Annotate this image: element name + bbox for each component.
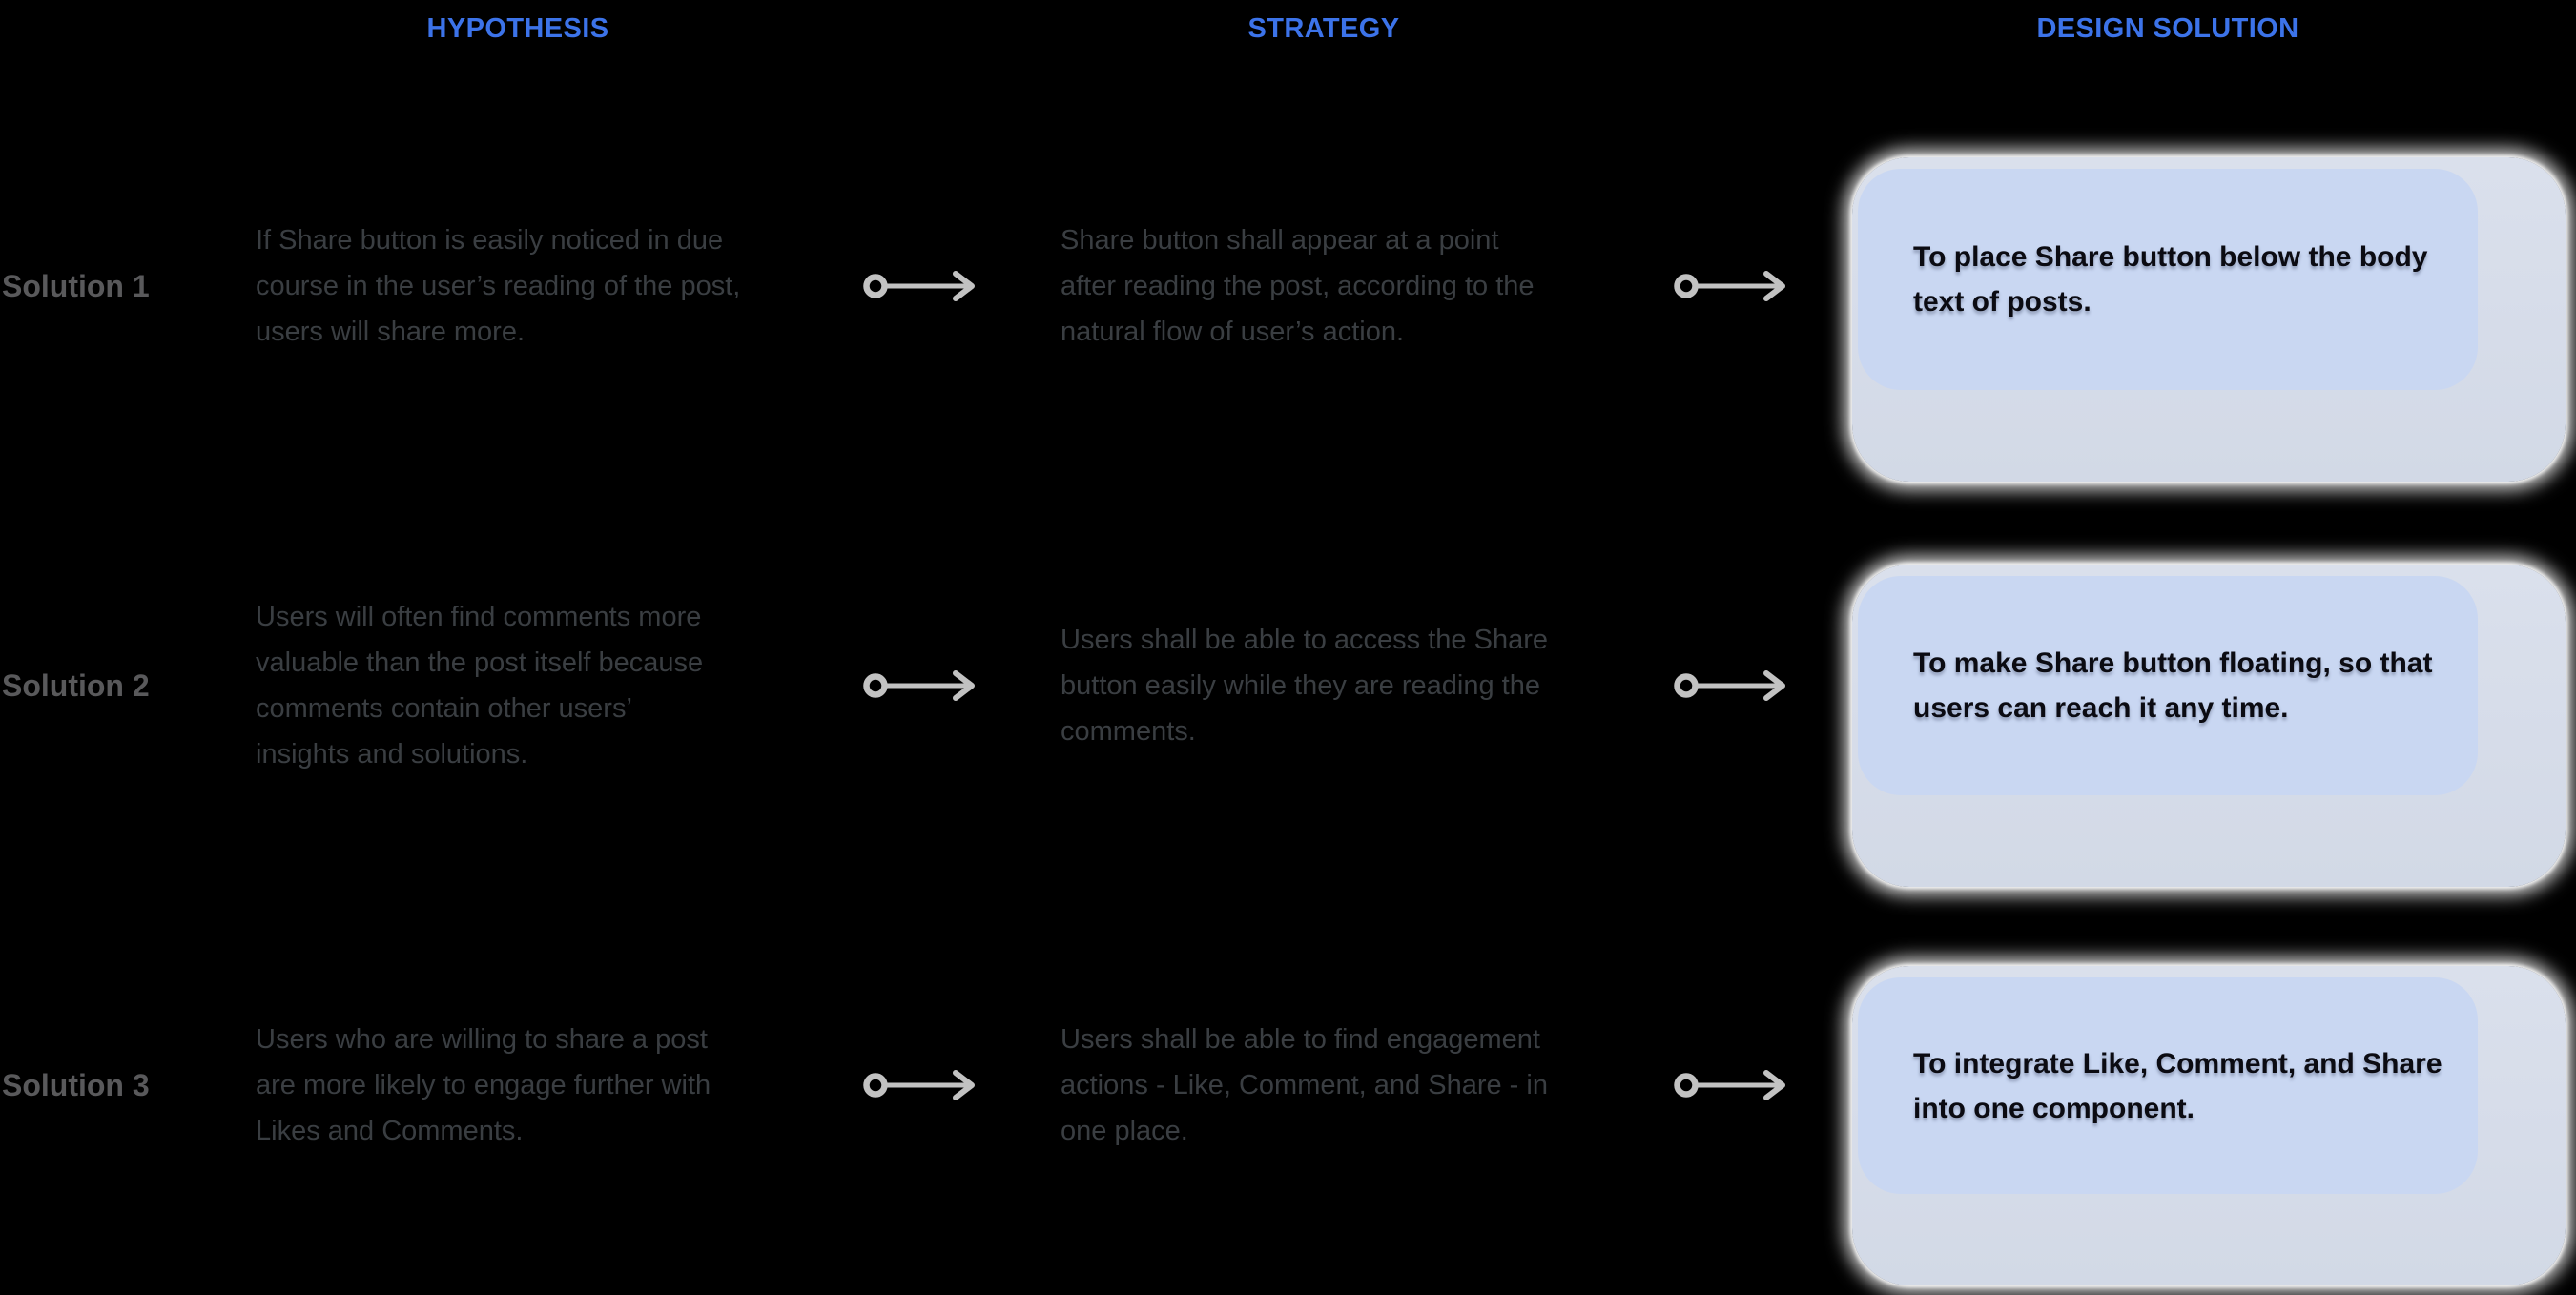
solution-1-strategy-text: Share button shall appear at a point aft… [1061,225,1535,347]
column-header-strategy: STRATEGY [1247,13,1400,44]
arrow-icon [863,670,975,701]
solution-3-hypothesis-text: Users who are willing to share a post ar… [256,1024,711,1146]
solution-3-strategy-text: Users shall be able to find engagement a… [1061,1024,1548,1146]
row-label-solution-3: Solution 3 [2,1068,150,1102]
arrow-icon [1674,1070,1785,1100]
solution-1-design-card-inner: To place Share button below the body tex… [1858,169,2478,390]
arrow-icon [1674,271,1785,301]
row-label-solution-2: Solution 2 [2,668,150,703]
solution-2-hypothesis-text: Users will often find comments more valu… [256,602,704,770]
solution-1-design-text: To place Share button below the body tex… [1913,241,2428,318]
row-label-solution-1: Solution 1 [2,269,150,303]
column-header-hypothesis: HYPOTHESIS [426,13,609,44]
solution-2-design-card-inner: To make Share button floating, so that u… [1858,576,2478,795]
solution-3-design-card: To integrate Like, Comment, and Share in… [1852,966,2566,1285]
solution-3-design-card-inner: To integrate Like, Comment, and Share in… [1858,977,2478,1194]
arrow-icon [1674,670,1785,701]
solution-1-design-card: To place Share button below the body tex… [1852,157,2566,482]
arrow-icon [863,271,975,301]
solution-2-design-card: To make Share button floating, so that u… [1852,565,2566,887]
column-header-design-solution: DESIGN SOLUTION [2036,13,2299,44]
solution-1-hypothesis-text: If Share button is easily noticed in due… [256,225,741,347]
solution-2-design-text: To make Share button floating, so that u… [1913,648,2433,724]
solution-2-strategy-text: Users shall be able to access the Share … [1061,625,1548,747]
solution-3-design-text: To integrate Like, Comment, and Share in… [1913,1047,2442,1124]
arrow-icon [863,1070,975,1100]
